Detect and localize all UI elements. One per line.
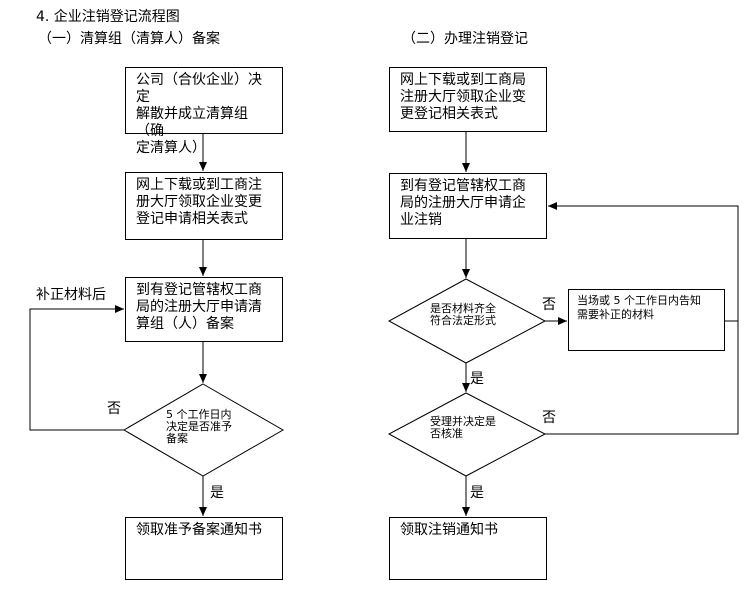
right-step-receive-notice: 领取注销通知书 bbox=[389, 517, 547, 580]
right-loop-back-line bbox=[545, 202, 739, 435]
left-heading: （一）清算组（清算人）备案 bbox=[38, 31, 220, 47]
left-step-apply-filing-text: 到有登记管辖权工商 局的注册大厅申请清 算组（人）备案 bbox=[136, 282, 262, 332]
left-no-label: 否 bbox=[107, 401, 121, 417]
left-loop-back-line bbox=[29, 305, 124, 431]
left-step-receive-notice-text: 领取准予备案通知书 bbox=[136, 522, 262, 538]
left-step-download-forms: 网上下载或到工商注 册大厅领取企业变更 登记申请相关表式 bbox=[125, 172, 283, 240]
right-no1-label: 否 bbox=[542, 297, 556, 313]
left-loop-label: 补正材料后 bbox=[36, 287, 106, 303]
right-step-apply-deregistration-text: 到有登记管辖权工商 局的注册大厅申请企 业注销 bbox=[400, 178, 526, 228]
right-side-notify-text: 当场或 5 个工作日内告知 需要补正的材料 bbox=[577, 294, 701, 321]
left-step-decide-dissolution: 公司（合伙企业）决定 解散并成立清算组（确 定清算人） bbox=[125, 67, 283, 156]
left-step-receive-notice: 领取准予备案通知书 bbox=[125, 517, 283, 580]
right-side-notify-box: 当场或 5 个工作日内告知 需要补正的材料 bbox=[568, 289, 725, 351]
left-yes-label: 是 bbox=[210, 485, 224, 501]
left-step-apply-filing: 到有登记管辖权工商 局的注册大厅申请清 算组（人）备案 bbox=[125, 277, 283, 342]
left-decision-text: 5 个工作日内 决定是否准予 备案 bbox=[166, 408, 232, 445]
right-yes1-label: 是 bbox=[470, 371, 484, 387]
right-yes2-label: 是 bbox=[470, 485, 484, 501]
right-step-download-forms: 网上下载或到工商局 注册大厅领取企业变 更登记相关表式 bbox=[389, 67, 547, 132]
right-step-receive-notice-text: 领取注销通知书 bbox=[400, 522, 498, 538]
right-no2-label: 否 bbox=[542, 410, 556, 426]
right-step-apply-deregistration: 到有登记管辖权工商 局的注册大厅申请企 业注销 bbox=[389, 173, 547, 239]
right-decision1-text: 是否材料齐全 符合法定形式 bbox=[430, 302, 496, 327]
page-title: 4. 企业注销登记流程图 bbox=[36, 9, 180, 25]
left-step-decide-dissolution-text: 公司（合伙企业）决定 解散并成立清算组（确 定清算人） bbox=[136, 72, 262, 156]
right-decision2-text: 受理并决定是 否核准 bbox=[430, 415, 496, 440]
left-step-download-forms-text: 网上下载或到工商注 册大厅领取企业变更 登记申请相关表式 bbox=[136, 177, 262, 227]
right-step-download-forms-text: 网上下载或到工商局 注册大厅领取企业变 更登记相关表式 bbox=[400, 72, 526, 122]
right-heading: （二）办理注销登记 bbox=[402, 31, 528, 47]
